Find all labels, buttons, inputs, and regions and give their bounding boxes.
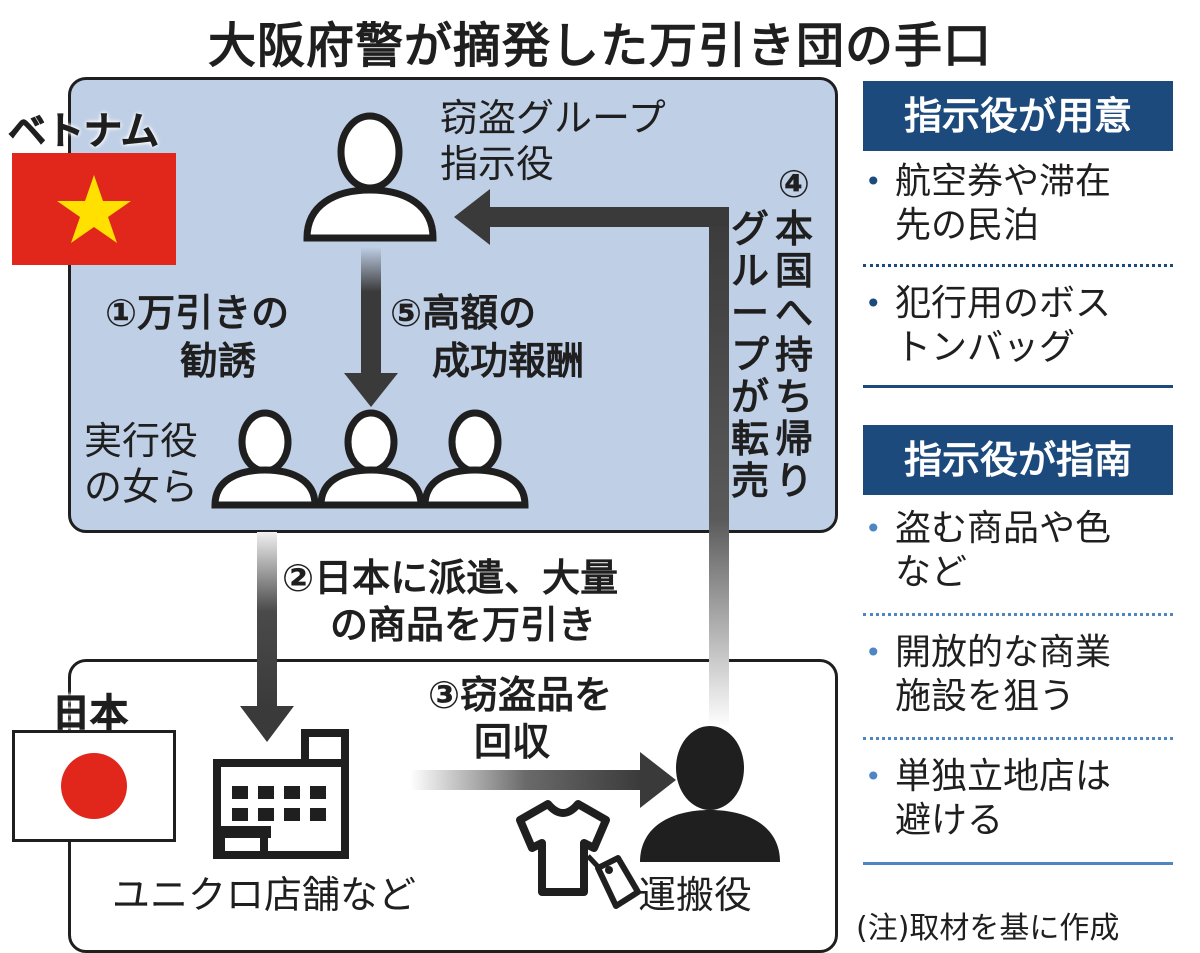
guide-item-line1: 開放的な商業 <box>895 632 1112 673</box>
bullet-icon: • <box>865 287 882 320</box>
divider <box>863 385 1173 388</box>
tshirt-tag-icon <box>516 800 641 909</box>
arrow-vietnam-to-store <box>240 532 294 742</box>
leader-person-icon <box>303 112 437 242</box>
step4-number: ④ <box>777 162 811 206</box>
source-note: (注)取材を基に作成 <box>856 911 1120 946</box>
prepared-item: • 航空券や滞在 先の民泊 <box>865 160 1185 248</box>
leader-label-line1: 窃盗グループ <box>440 96 666 140</box>
divider <box>863 264 1173 267</box>
arrow-carrier-to-leader <box>454 189 729 727</box>
bullet-icon: • <box>865 636 882 669</box>
prepared-item-line1: 犯行用のボス <box>895 283 1112 324</box>
executor-person-icon <box>317 409 425 509</box>
divider <box>863 613 1173 616</box>
prepared-item-line2: トンバッグ <box>895 327 1076 368</box>
bullet-icon: • <box>865 512 882 545</box>
step4-label-col2: グループが転売 <box>730 207 769 503</box>
executor-person-icon <box>421 409 529 509</box>
executors-label-line2: の女ら <box>84 465 199 509</box>
guide-item-line2: 施設を狙う <box>895 676 1076 717</box>
step1-label-line1: ①万引きの <box>105 291 290 335</box>
page-title: 大阪府警が摘発した万引き団の手口 <box>207 18 992 74</box>
guide-item: • 単独立地店は 避ける <box>865 755 1185 843</box>
store-building-icon <box>213 729 349 859</box>
guide-item-line1: 盗む商品や色 <box>895 508 1112 549</box>
step3-label-line1: ③窃盗品を <box>428 673 613 717</box>
executor-person-icon <box>211 409 319 509</box>
guide-item-line2: 避ける <box>895 800 1004 841</box>
guide-item-line2: など <box>895 552 968 593</box>
japan-flag-icon <box>12 730 176 842</box>
executors-label-line1: 実行役 <box>84 419 199 463</box>
prepared-item-line2: 先の民泊 <box>895 205 1040 246</box>
bullet-icon: • <box>865 760 882 793</box>
vietnam-label: ベトナム <box>8 109 160 154</box>
step3-label-line2: 回収 <box>474 720 551 764</box>
guide-item: • 盗む商品や色 など <box>865 507 1185 595</box>
vietnam-flag-icon <box>12 153 176 265</box>
guide-item: • 開放的な商業 施設を狙う <box>865 631 1185 719</box>
bullet-icon: • <box>865 165 882 198</box>
store-label: ユニクロ店舗など <box>112 873 417 917</box>
step2-label-line1: ②日本に派遣、大量 <box>282 556 619 600</box>
prepared-item-line1: 航空券や滞在 <box>895 161 1112 202</box>
guide-header: 指示役が指南 <box>863 425 1173 495</box>
carrier-label: 運搬役 <box>638 873 753 917</box>
leader-label-line2: 指示役 <box>440 142 555 186</box>
divider <box>863 862 1173 865</box>
japan-label: 日本 <box>51 691 129 736</box>
arrow-leader-to-executors <box>344 247 398 407</box>
step2-label-line2: の商品を万引き <box>330 603 597 647</box>
divider <box>863 737 1173 740</box>
step4-label-col1: 本国へ持ち帰り <box>774 207 813 503</box>
prepared-item: • 犯行用のボス トンバッグ <box>865 282 1185 370</box>
step5-label-line2: 成功報酬 <box>432 339 585 383</box>
prepared-header: 指示役が用意 <box>863 81 1173 151</box>
guide-item-line1: 単独立地店は <box>895 756 1112 797</box>
carrier-person-icon <box>640 726 780 862</box>
step5-label-line1: ⑤高額の <box>390 291 537 335</box>
arrow-store-to-carrier <box>410 752 676 808</box>
step1-label-line2: 勧誘 <box>180 339 257 383</box>
